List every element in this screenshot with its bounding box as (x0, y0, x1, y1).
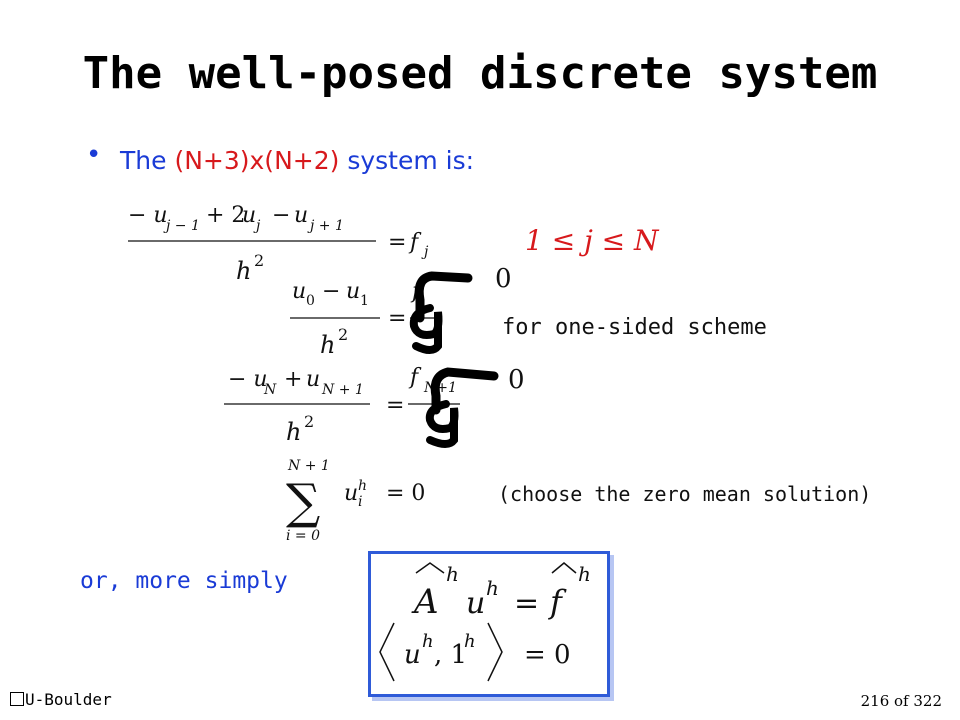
svg-text:= 0: = 0 (524, 640, 571, 670)
svg-text:f: f (408, 230, 422, 255)
svg-text:∑: ∑ (286, 474, 320, 530)
page-number: 216 of 322 (860, 692, 942, 710)
svg-text:j: j (421, 244, 429, 260)
svg-text:− u: − u (128, 203, 168, 228)
svg-text:=: = (514, 586, 539, 621)
svg-text:N + 1: N + 1 (321, 382, 364, 398)
boundary-zero-1: 0 (495, 264, 512, 294)
equation-zero-mean: N + 1 ∑ i = 0 u h i = 0 (286, 458, 425, 544)
svg-text:, 1: , 1 (434, 640, 467, 670)
svg-text:h: h (422, 631, 434, 652)
svg-text:N: N (263, 382, 277, 398)
svg-text:−: − (322, 279, 340, 304)
svg-text:h: h (236, 257, 251, 285)
footer-symbol (10, 692, 24, 706)
bullet-text: The (N+3)x(N+2) system is: (120, 146, 474, 175)
svg-text:h: h (358, 478, 367, 494)
svg-text:h: h (320, 331, 335, 359)
svg-text:h: h (578, 562, 591, 586)
svg-text:j + 1: j + 1 (307, 218, 344, 234)
svg-text:h: h (464, 631, 476, 652)
svg-text:i = 0: i = 0 (286, 528, 320, 544)
equation-interior: − u j − 1 + 2 u j − u j + 1 h 2 = f j (128, 203, 429, 285)
inner-product-constraint: u h , 1 h = 0 (379, 622, 571, 682)
svg-text:j − 1: j − 1 (163, 218, 200, 234)
svg-text:1: 1 (360, 293, 369, 309)
svg-text:= 0: = 0 (386, 481, 425, 506)
footer-institution-text: U-Boulder (25, 690, 112, 709)
svg-text:h: h (286, 418, 301, 446)
svg-text:2: 2 (254, 251, 264, 270)
svg-text:+: + (284, 367, 302, 392)
operator-equation: A h u h = f h (411, 562, 591, 622)
svg-text:0: 0 (306, 293, 315, 309)
svg-text:u: u (466, 586, 485, 621)
svg-text:u: u (346, 279, 360, 304)
svg-text:− u: − u (228, 367, 268, 392)
equation-left-boundary: u 0 − u 1 h 2 = f (290, 271, 473, 359)
one-sided-note: for one-sided scheme (502, 315, 767, 340)
zero-mean-note: (choose the zero mean solution) (498, 482, 872, 506)
svg-text:i: i (358, 494, 362, 510)
range-condition: 1 ≤ j ≤ N (525, 224, 660, 257)
system-size: (N+3)x(N+2) (174, 146, 340, 175)
equation-right-boundary: − u N + u N + 1 h 2 = f N+1 (224, 365, 499, 448)
svg-text:u: u (242, 203, 256, 228)
footer-institution: U-Boulder (10, 690, 112, 709)
svg-text:=: = (388, 306, 406, 331)
svg-text:=: = (388, 230, 406, 255)
svg-text:N + 1: N + 1 (287, 458, 330, 474)
svg-text:f: f (548, 583, 567, 621)
compact-form-equations: A h u h = f h u h , 1 h = 0 (379, 562, 591, 682)
svg-text:u: u (404, 640, 421, 670)
svg-text:j: j (253, 218, 261, 234)
svg-text:h: h (486, 576, 499, 600)
svg-text:f: f (408, 365, 422, 390)
svg-text:A: A (411, 582, 439, 622)
svg-text:u: u (292, 279, 306, 304)
svg-text:u: u (306, 367, 320, 392)
boundary-zero-2: 0 (508, 365, 525, 395)
svg-text:=: = (386, 393, 404, 418)
svg-text:2: 2 (304, 412, 314, 431)
svg-text:+ 2: + 2 (206, 203, 245, 228)
or-simply-text: or, more simply (80, 568, 288, 594)
svg-text:h: h (446, 562, 459, 586)
bullet-text-before: The (120, 146, 175, 175)
svg-text:2: 2 (338, 325, 348, 344)
svg-text:−: − (272, 203, 290, 228)
svg-text:u: u (294, 203, 308, 228)
range-text: 1 ≤ j ≤ N (525, 224, 660, 257)
bullet-text-after: system is: (339, 146, 475, 175)
page-title: The well-posed discrete system (82, 48, 878, 99)
svg-text:u: u (344, 481, 358, 506)
bullet-dot: • (86, 140, 102, 170)
